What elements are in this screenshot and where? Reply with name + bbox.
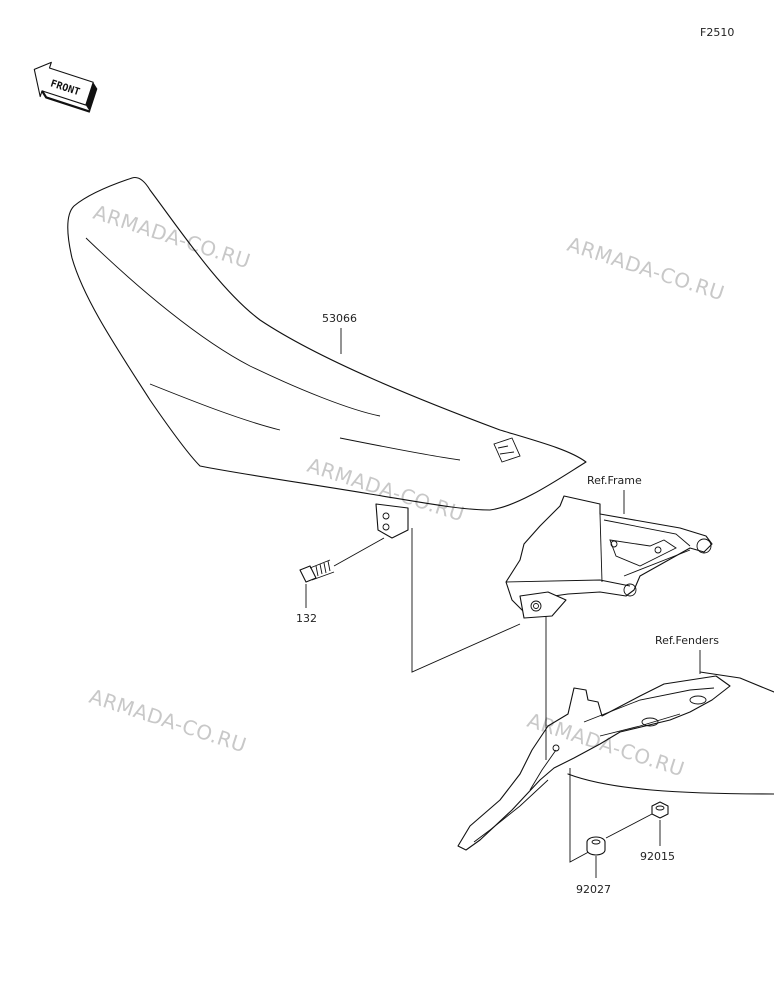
nut-icon [651,801,669,819]
leader-fender-collar [569,768,597,863]
watermark-1: ARMADA-CO.RU [90,200,253,273]
ref-fenders-label: Ref.Fenders [655,634,719,647]
ref-frame-label: Ref.Frame [587,474,642,487]
front-arrow-icon: FRONT [33,61,98,113]
seat-drawing [67,176,587,539]
collar-icon [586,836,606,856]
frame-drawing [505,495,713,619]
part-label-132: 132 [296,612,317,625]
fender-drawing [457,671,774,851]
watermark-4: ARMADA-CO.RU [86,684,249,757]
leader-collar-nut [605,813,653,839]
part-label-53066: 53066 [322,312,357,325]
part-label-92027: 92027 [576,883,611,896]
figure-code: F2510 [700,26,734,39]
bolt-icon [299,537,385,583]
leader-seat-frame [411,528,521,673]
part-label-92015: 92015 [640,850,675,863]
watermark-2: ARMADA-CO.RU [564,232,727,305]
